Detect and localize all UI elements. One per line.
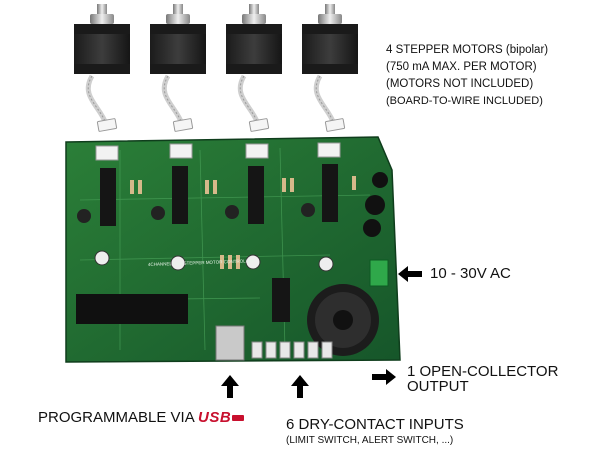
- inputs-sublabel: (LIMIT SWITCH, ALERT SWITCH, ...): [286, 435, 454, 446]
- stepper-motor: [226, 4, 282, 132]
- programming-label: PROGRAMMABLE VIA USB: [38, 409, 245, 426]
- motor-plug: [172, 118, 194, 132]
- power-label: 10 - 30V AC: [430, 265, 511, 282]
- transformer: [307, 284, 379, 356]
- motor-cable: [85, 74, 109, 125]
- input-terminals: [251, 341, 333, 359]
- stepper-motor: [302, 4, 358, 132]
- motor-cable: [237, 74, 261, 125]
- arrows: [221, 266, 422, 398]
- motor-connectors: [95, 142, 341, 161]
- microcontroller: [76, 294, 188, 324]
- power-arrow: [398, 266, 422, 282]
- inputs-label: 6 DRY-CONTACT INPUTS: [286, 416, 464, 433]
- trimmers: [94, 250, 334, 272]
- motor-plug: [96, 118, 118, 132]
- stepper-motors: [74, 4, 358, 132]
- output-label-line1: 1 OPEN-COLLECTOR: [407, 363, 559, 380]
- usb-plug-icon: [232, 415, 245, 422]
- stepper-motor: [150, 4, 206, 132]
- motor-note-line3: (MOTORS NOT INCLUDED): [386, 78, 534, 90]
- inputs-arrow: [291, 375, 309, 398]
- motor-plug: [324, 118, 346, 132]
- transistors: [77, 203, 315, 223]
- power-terminal: [369, 259, 389, 287]
- driver-chips: [100, 164, 338, 322]
- stepper-motor: [74, 4, 130, 132]
- usb-logo: USB: [198, 409, 232, 426]
- motor-cable: [161, 74, 185, 125]
- controller-board: 4CHANNEL USB STEPPER MOTOR CONTROLLER: [65, 136, 401, 363]
- resistors: [130, 176, 356, 269]
- motor-note-line2: (750 mA MAX. PER MOTOR): [386, 61, 537, 73]
- motor-note-line4: (BOARD-TO-WIRE INCLUDED): [386, 95, 543, 107]
- usb-connector: [215, 325, 245, 361]
- capacitors: [363, 172, 388, 237]
- motor-note-line1: 4 STEPPER MOTORS (bipolar): [386, 44, 549, 56]
- output-label-line2: OUTPUT: [407, 378, 469, 395]
- output-arrow: [372, 369, 396, 385]
- usb-arrow: [221, 375, 239, 398]
- programming-text: PROGRAMMABLE VIA: [38, 409, 194, 426]
- motor-plug: [248, 118, 270, 132]
- board-silkscreen: 4CHANNEL USB STEPPER MOTOR CONTROLLER: [148, 258, 255, 267]
- motor-cable: [313, 74, 337, 125]
